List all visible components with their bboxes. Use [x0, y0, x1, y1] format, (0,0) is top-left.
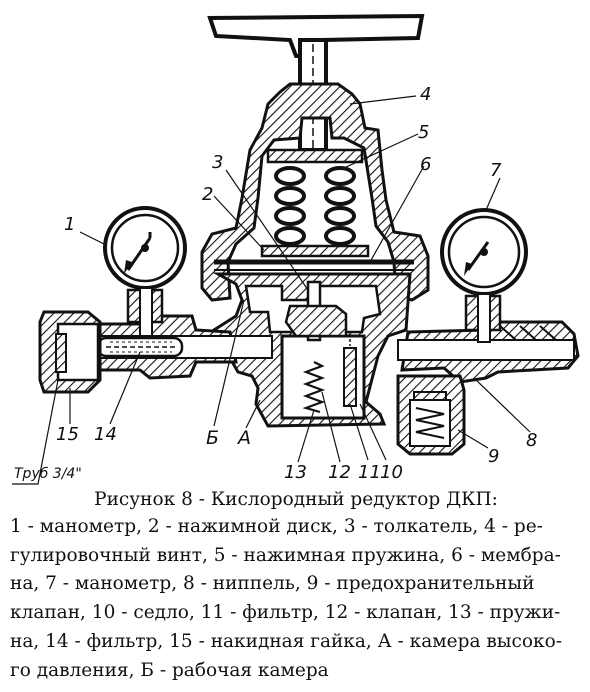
callout-7: 7	[490, 160, 502, 181]
caption-line: го давления, Б - рабочая камера	[10, 659, 329, 681]
pressure-disc-and-membrane	[214, 244, 414, 271]
pipe-thread-label: Труб 3/4"	[14, 466, 82, 482]
caption-title: Рисунок 8 - Кислородный редуктор ДКП:	[94, 489, 498, 510]
callout-13: 13	[284, 462, 307, 483]
callout-labels: 1 2 3 4 5 6 7 8 9 10 11 12 13 14 15 Б А …	[14, 84, 537, 483]
callout-1: 1	[64, 214, 75, 235]
callout-12: 12	[328, 462, 351, 483]
manometer-left	[103, 206, 187, 337]
caption-line: гулировочный винт, 5 - нажимная пружина,…	[10, 544, 561, 566]
callout-5: 5	[418, 122, 429, 143]
caption-line: на, 14 - фильтр, 15 - накидная гайка, А …	[10, 630, 562, 652]
callout-11: 11	[358, 462, 381, 483]
callout-6: 6	[420, 154, 431, 175]
callout-a: А	[236, 427, 251, 449]
reducer-cross-section-drawing: 1 2 3 4 5 6 7 8 9 10 11 12 13 14 15 Б А …	[12, 13, 580, 485]
callout-14: 14	[94, 424, 117, 445]
inlet-pipe	[94, 314, 273, 380]
callout-15: 15	[56, 424, 79, 445]
callout-b: Б	[206, 427, 219, 449]
callout-8: 8	[526, 430, 537, 451]
safety-valve	[396, 374, 466, 456]
callout-2: 2	[202, 184, 213, 205]
callout-10: 10	[380, 462, 403, 483]
callout-3: 3	[212, 152, 223, 173]
pressure-spring	[266, 148, 364, 246]
caption-line: клапан, 10 - седло, 11 - фильтр, 12 - кл…	[10, 602, 561, 624]
figure-caption: Рисунок 8 - Кислородный редуктор ДКП: 1 …	[10, 486, 582, 685]
manometer-right	[440, 208, 528, 343]
caption-line: 1 - манометр, 2 - нажимной диск, 3 - тол…	[10, 516, 543, 537]
caption-line: на, 7 - манометр, 8 - ниппель, 9 - предо…	[10, 573, 535, 595]
callout-9: 9	[488, 446, 499, 467]
cap-nut	[38, 310, 102, 394]
bonnet-housing	[200, 82, 430, 302]
callout-4: 4	[420, 84, 431, 105]
callout-leaders	[12, 95, 531, 485]
